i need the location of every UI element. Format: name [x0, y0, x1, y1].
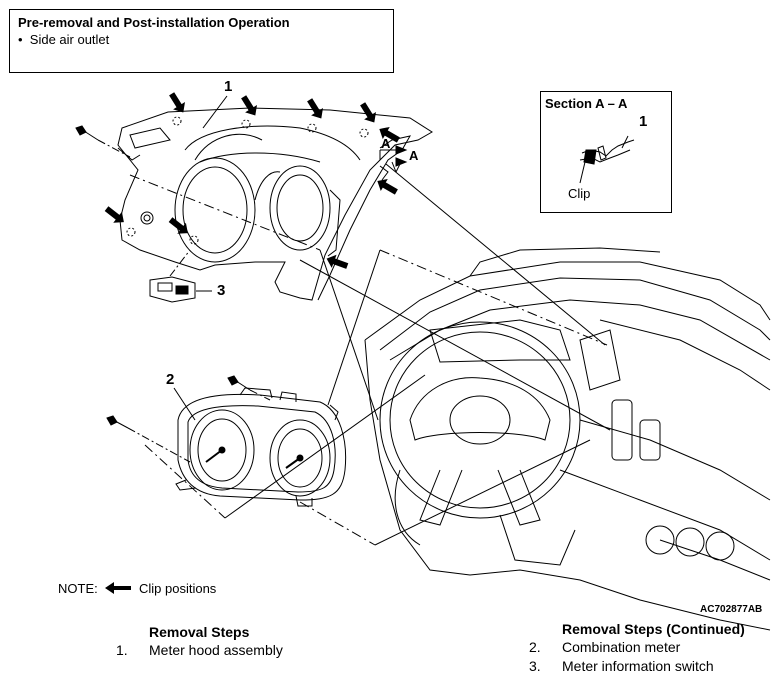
clip-arrow-5: [104, 206, 124, 223]
bullet-icon: •: [18, 32, 30, 47]
step-number: 1.: [116, 642, 128, 658]
screw-meter-top: [227, 375, 251, 391]
pre-removal-item: • Side air outlet: [18, 32, 109, 47]
removal-step-3: 3. Meter information switch: [529, 658, 714, 674]
pre-removal-item-text: Side air outlet: [29, 32, 110, 47]
screw-upper-left: [75, 125, 99, 141]
info-switch-drawing: [149, 276, 212, 303]
note-legend: NOTE: Clip positions: [58, 581, 216, 596]
pre-removal-title: Pre-removal and Post-installation Operat…: [18, 15, 290, 30]
callout-1: 1: [224, 78, 233, 95]
step-number: 2.: [529, 639, 541, 655]
section-aa-callout-1: 1: [639, 113, 648, 130]
section-aa-box: Section A – A 1 Clip: [540, 91, 672, 213]
clip-arrow-7: [379, 126, 400, 143]
step-number: 3.: [529, 658, 541, 674]
clip-arrow-9: [326, 254, 349, 269]
dashboard-drawing: [364, 247, 771, 631]
clip-arrow-4: [360, 102, 376, 123]
section-aa-title: Section A – A: [545, 96, 628, 111]
removal-steps-title: Removal Steps: [149, 624, 250, 640]
section-label-a-top: A: [381, 136, 391, 151]
note-legend-text: Clip positions: [138, 581, 217, 596]
left-arrow-icon: [105, 582, 132, 594]
step-text: Meter information switch: [562, 658, 714, 674]
clip-arrow-8: [377, 178, 398, 195]
combination-meter-drawing: [175, 387, 347, 507]
section-clip-detail: [579, 135, 635, 184]
clip-arrow-6: [168, 217, 188, 234]
removal-step-2: 2. Combination meter: [529, 639, 680, 655]
pre-removal-box: Pre-removal and Post-installation Operat…: [9, 9, 394, 73]
removal-steps-continued-title: Removal Steps (Continued): [562, 621, 745, 637]
clip-arrow-1: [169, 92, 185, 113]
meter-hood-drawing: [117, 107, 433, 301]
step-text: Combination meter: [562, 639, 681, 655]
section-arrow-bottom: [391, 157, 408, 173]
callout-3: 3: [217, 282, 226, 299]
section-label-a-right: A: [409, 148, 419, 163]
clip-arrow-2: [241, 95, 257, 116]
callout-2: 2: [166, 371, 175, 388]
note-prefix: NOTE:: [58, 581, 98, 596]
clip-label: Clip: [568, 186, 591, 201]
section-arrow-top: [379, 145, 408, 160]
screw-meter-left: [106, 415, 129, 429]
step-text: Meter hood assembly: [149, 642, 283, 658]
clip-arrow-3: [307, 98, 323, 119]
removal-step-1: 1. Meter hood assembly: [116, 642, 283, 658]
figure-id: AC702877AB: [700, 604, 763, 615]
